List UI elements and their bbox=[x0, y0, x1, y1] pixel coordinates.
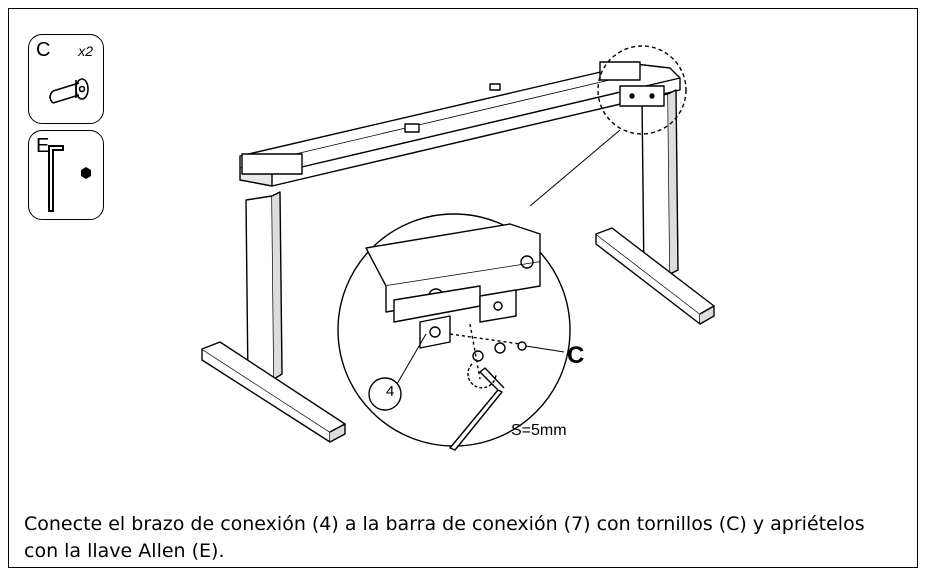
part-number-callout: 4 bbox=[386, 383, 395, 400]
screw-icon bbox=[49, 78, 89, 104]
tool-size-label: S=5mm bbox=[511, 422, 567, 439]
instruction-text: Conecte el brazo de conexión (4) a la ba… bbox=[24, 513, 865, 562]
allen-key-icon bbox=[48, 145, 91, 212]
part-c-quantity: x2 bbox=[78, 43, 93, 59]
part-c-card: C x2 bbox=[28, 34, 104, 124]
part-e-card: E bbox=[28, 130, 104, 220]
part-c-letter: C bbox=[36, 39, 51, 61]
assembly-diagram bbox=[201, 45, 715, 451]
page-frame bbox=[8, 8, 918, 568]
part-e-letter: E bbox=[36, 135, 50, 157]
screw-callout-label: C bbox=[567, 342, 585, 369]
